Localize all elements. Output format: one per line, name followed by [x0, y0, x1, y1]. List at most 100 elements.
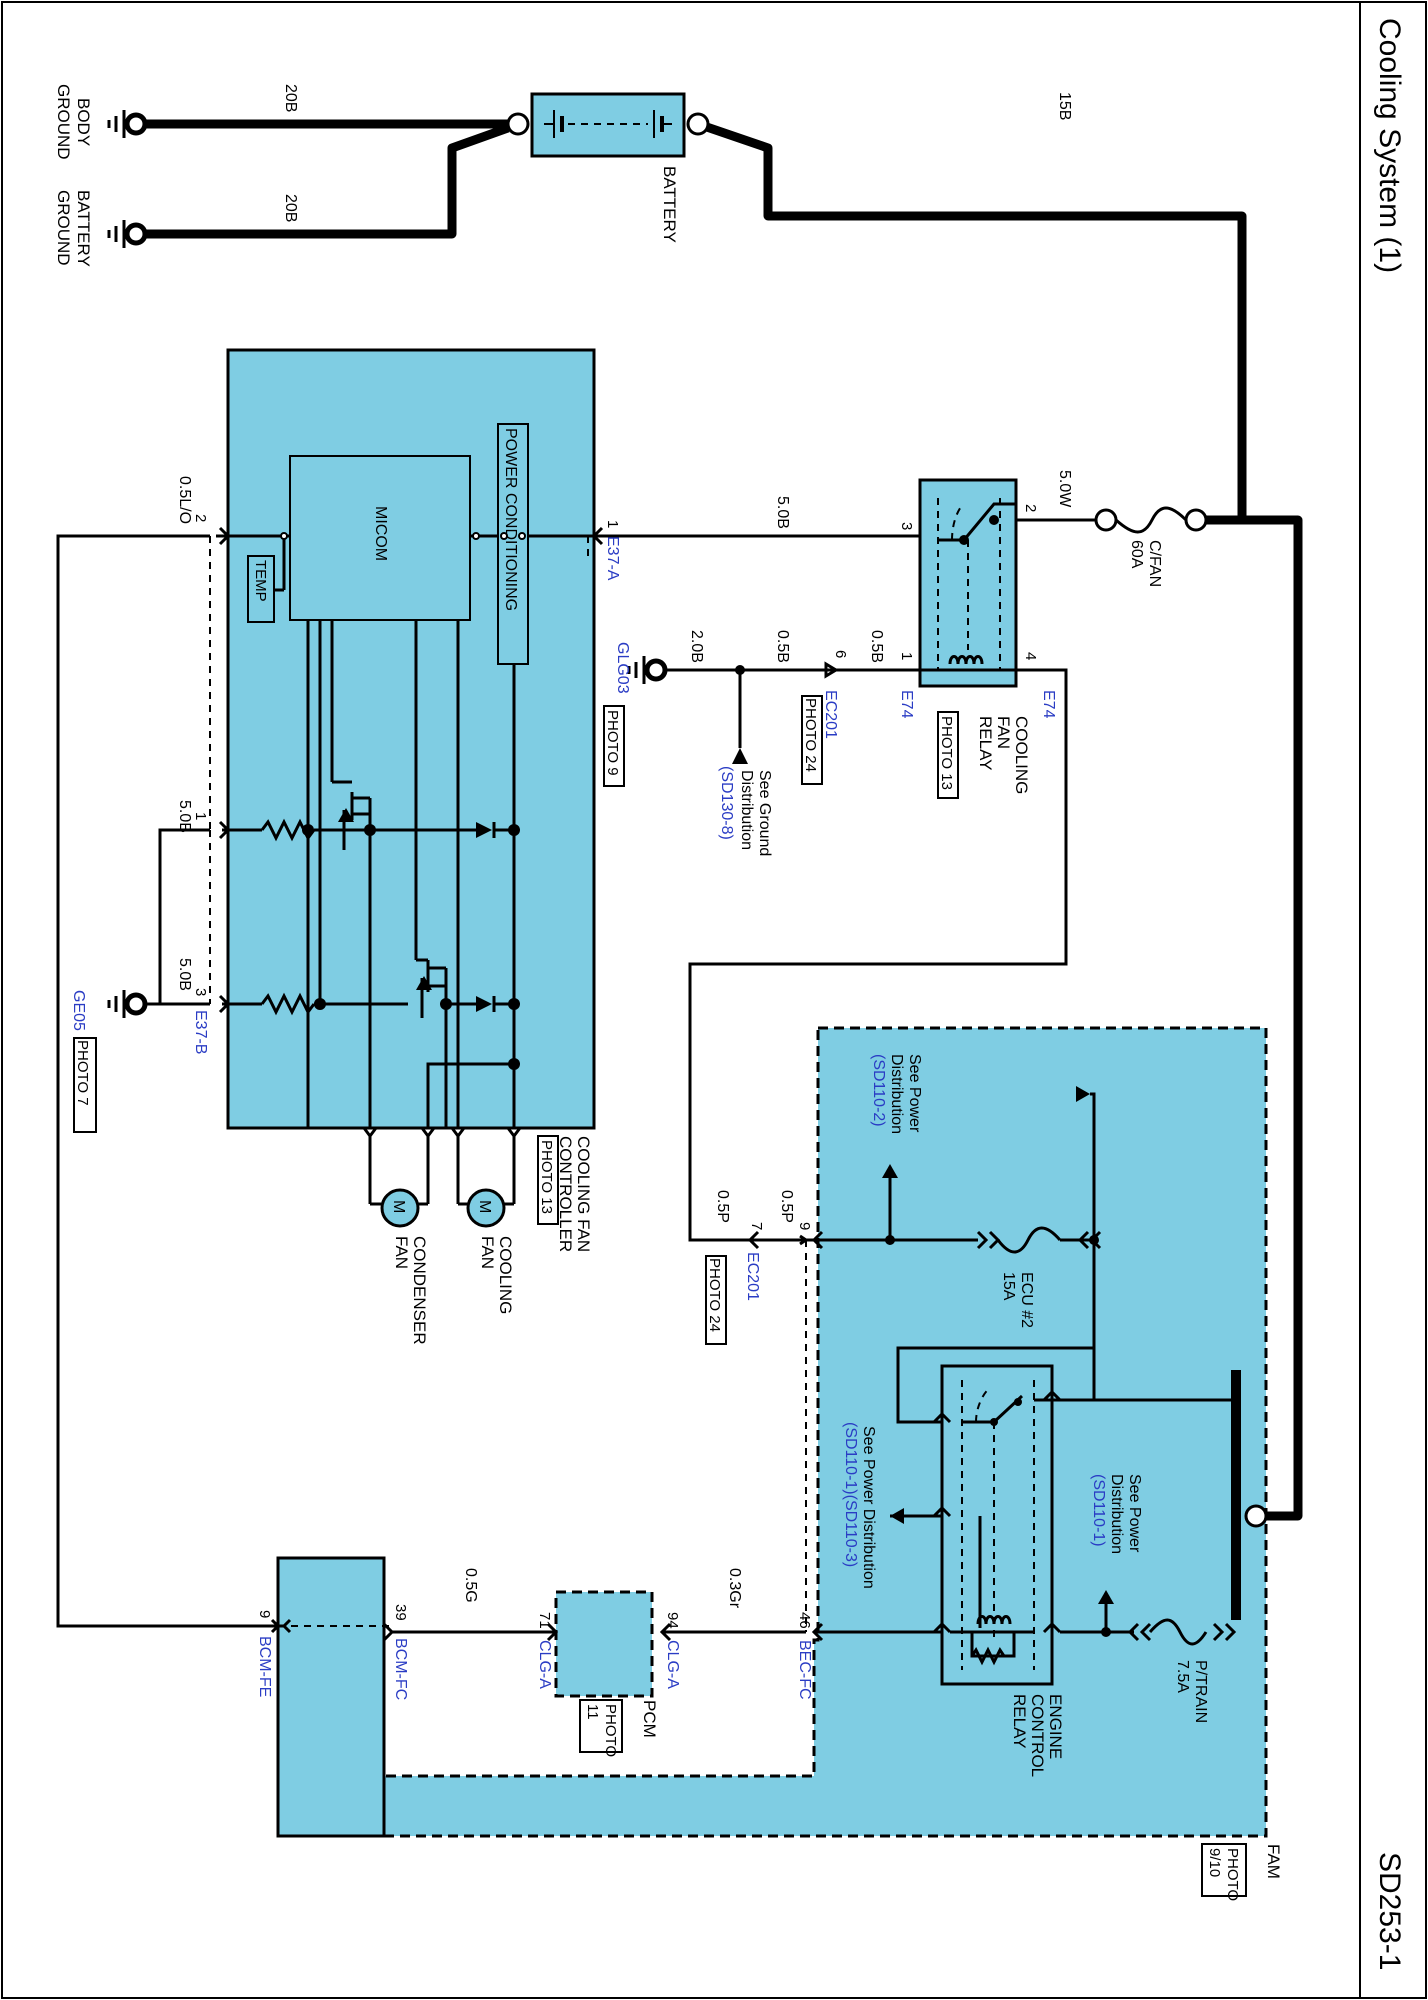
fuse-ptrain-name: P/TRAIN — [1192, 1660, 1209, 1723]
relay-photo: PHOTO 13 — [938, 716, 955, 790]
fam-label: FAM — [1264, 1844, 1283, 1879]
bcm-pin-9: 9 — [256, 1610, 273, 1618]
wire-label-controller-pin1: 5.0B — [176, 800, 193, 833]
fuse-ecu-rating: 15A — [1000, 1272, 1017, 1301]
body-ground-label-2: GROUND — [54, 84, 73, 160]
ec201-top-pin: 6 — [832, 650, 849, 658]
controller-connector-b: E37-B — [192, 1010, 209, 1054]
power-dist-3-ref: (SD110-1)(SD110-3) — [842, 1422, 859, 1567]
ge05-name: GE05 — [70, 990, 87, 1031]
wire-label-controller-pin2: 0.5L/O — [176, 476, 193, 524]
motor-condenser-symbol: M — [390, 1200, 407, 1213]
engine-relay-label-1: ENGINE — [1046, 1694, 1065, 1759]
bec-pin-46: 46 — [796, 1612, 813, 1629]
ec201-top-photo: PHOTO 24 — [802, 698, 819, 772]
power-dist-2-line-1: See Power — [1126, 1474, 1143, 1553]
ground-dist-line-2: Distribution — [738, 770, 755, 850]
pcm-pin-94: 94 — [664, 1612, 681, 1629]
wire-label-relay-to-controller: 5.0B — [774, 496, 791, 529]
glg03-photo-box — [603, 705, 625, 787]
wire-label-ec201-pin9: 0.5P — [778, 1190, 795, 1223]
wire-label-relay-feed: 5.0W — [1056, 470, 1073, 508]
relay-pin-1: 1 — [898, 652, 915, 660]
ec201-bottom — [726, 1230, 814, 1250]
motor-cooling-symbol: M — [476, 1200, 493, 1213]
controller-pin-1b: 1 — [192, 812, 209, 820]
pcm-connector-right: CLG-A — [664, 1640, 681, 1689]
wire-label-ec201-ground: 0.5B — [774, 630, 791, 663]
relay-photo-box — [937, 711, 959, 799]
pcm-pin-71: 71 — [536, 1612, 553, 1629]
wire-label-main: 15B — [1056, 92, 1073, 120]
wire-label-ec201-pin7: 0.5P — [714, 1190, 731, 1223]
ground-dist-line-1: See Ground — [756, 770, 773, 856]
wire-label-relay-pin1: 0.5B — [868, 630, 885, 663]
glg03-photo: PHOTO 9 — [604, 710, 621, 776]
fam-photo-2: 9/10 — [1206, 1848, 1223, 1877]
motor-condenser-fan — [380, 1188, 420, 1228]
relay-label-3: RELAY — [976, 716, 995, 771]
controller-photo-box — [537, 1135, 559, 1225]
ge05-photo-box — [73, 1037, 97, 1133]
ec201-bottom-pin9: 9 — [796, 1222, 813, 1230]
fuse-cfan-name: C/FAN — [1146, 540, 1163, 587]
controller-temp: TEMP — [252, 560, 269, 602]
relay-pin-4: 4 — [1022, 652, 1039, 660]
ec201-top-photo-box — [801, 695, 823, 785]
wire-label-pcm-pin71: 0.5G — [462, 1568, 479, 1603]
relay-label-1: COOLING — [1012, 716, 1031, 794]
relay-pin-3: 3 — [898, 522, 915, 530]
pcm-photo-2: 11 — [584, 1704, 601, 1720]
controller-external-wiring — [56, 534, 264, 1628]
bcm-area — [276, 1556, 386, 1838]
fuse-ptrain-rating: 7.5A — [1174, 1660, 1191, 1693]
power-dist-2-ref: (SD110-1) — [1090, 1474, 1107, 1547]
controller-label-2: CONTROLLER — [556, 1136, 575, 1252]
controller-label-1: COOLING FAN — [574, 1136, 593, 1252]
pcm-photo-1: PHOTO — [602, 1704, 619, 1757]
ec201-bottom-photo: PHOTO 24 — [706, 1258, 723, 1332]
relay-connector-bottom: E74 — [898, 690, 915, 719]
power-dist-3-line-1: See Power Distribution — [860, 1426, 877, 1589]
relay-label-2: FAN — [994, 716, 1013, 749]
pcm-photo-box — [579, 1699, 623, 1753]
wire-label-battery-ground: 20B — [282, 194, 299, 222]
power-dist-1-ref: (SD110-2) — [870, 1054, 887, 1127]
wire-label-controller-pin3: 5.0B — [176, 958, 193, 991]
relay-pin-2: 2 — [1022, 504, 1039, 512]
ge05-photo: PHOTO 7 — [74, 1040, 91, 1106]
controller-photo: PHOTO 13 — [538, 1140, 555, 1214]
controller-pin-3: 3 — [192, 988, 209, 996]
fam-region — [276, 1026, 1268, 1838]
pcm-module — [554, 1590, 654, 1698]
fuse-cfan-rating: 60A — [1128, 540, 1145, 569]
relay-internals — [920, 498, 1016, 672]
ec201-top-connector: EC201 — [822, 690, 839, 739]
wire-label-bec-pin46: 0.3Gr — [726, 1568, 743, 1609]
controller-power-conditioning: POWER CONDITIONING — [502, 428, 519, 611]
power-dist-1-line-2: Distribution — [888, 1054, 905, 1134]
engine-relay-label-3: RELAY — [1010, 1694, 1029, 1749]
bcm-pcm-wiring — [264, 1618, 806, 1642]
page-code: SD253-1 — [1373, 1852, 1406, 1970]
relay-connector-top: E74 — [1040, 690, 1057, 719]
controller-connector-a: E37-A — [604, 536, 621, 581]
battery-ground-label-2: GROUND — [54, 190, 73, 266]
battery-section — [107, 110, 1247, 525]
fam-photo-box — [1201, 1843, 1247, 1897]
motor-cooling-label-2: FAN — [478, 1236, 497, 1269]
battery-label: BATTERY — [660, 166, 679, 243]
ec201-bottom-pin7: 7 — [748, 1222, 765, 1230]
power-dist-2-line-2: Distribution — [1108, 1474, 1125, 1554]
motor-condenser-label-1: CONDENSER — [410, 1236, 429, 1345]
pcm-label: PCM — [640, 1700, 659, 1738]
fam-photo-1: PHOTO — [1224, 1848, 1241, 1901]
power-dist-1-line-1: See Power — [906, 1054, 923, 1133]
pcm-connector-left: CLG-A — [536, 1640, 553, 1689]
bcm-connector-fc: BCM-FC — [392, 1638, 409, 1700]
motor-cooling-label-1: COOLING — [496, 1236, 515, 1314]
wire-label-glg03: 2.0B — [688, 630, 705, 663]
engine-relay-label-2: CONTROL — [1028, 1694, 1047, 1777]
